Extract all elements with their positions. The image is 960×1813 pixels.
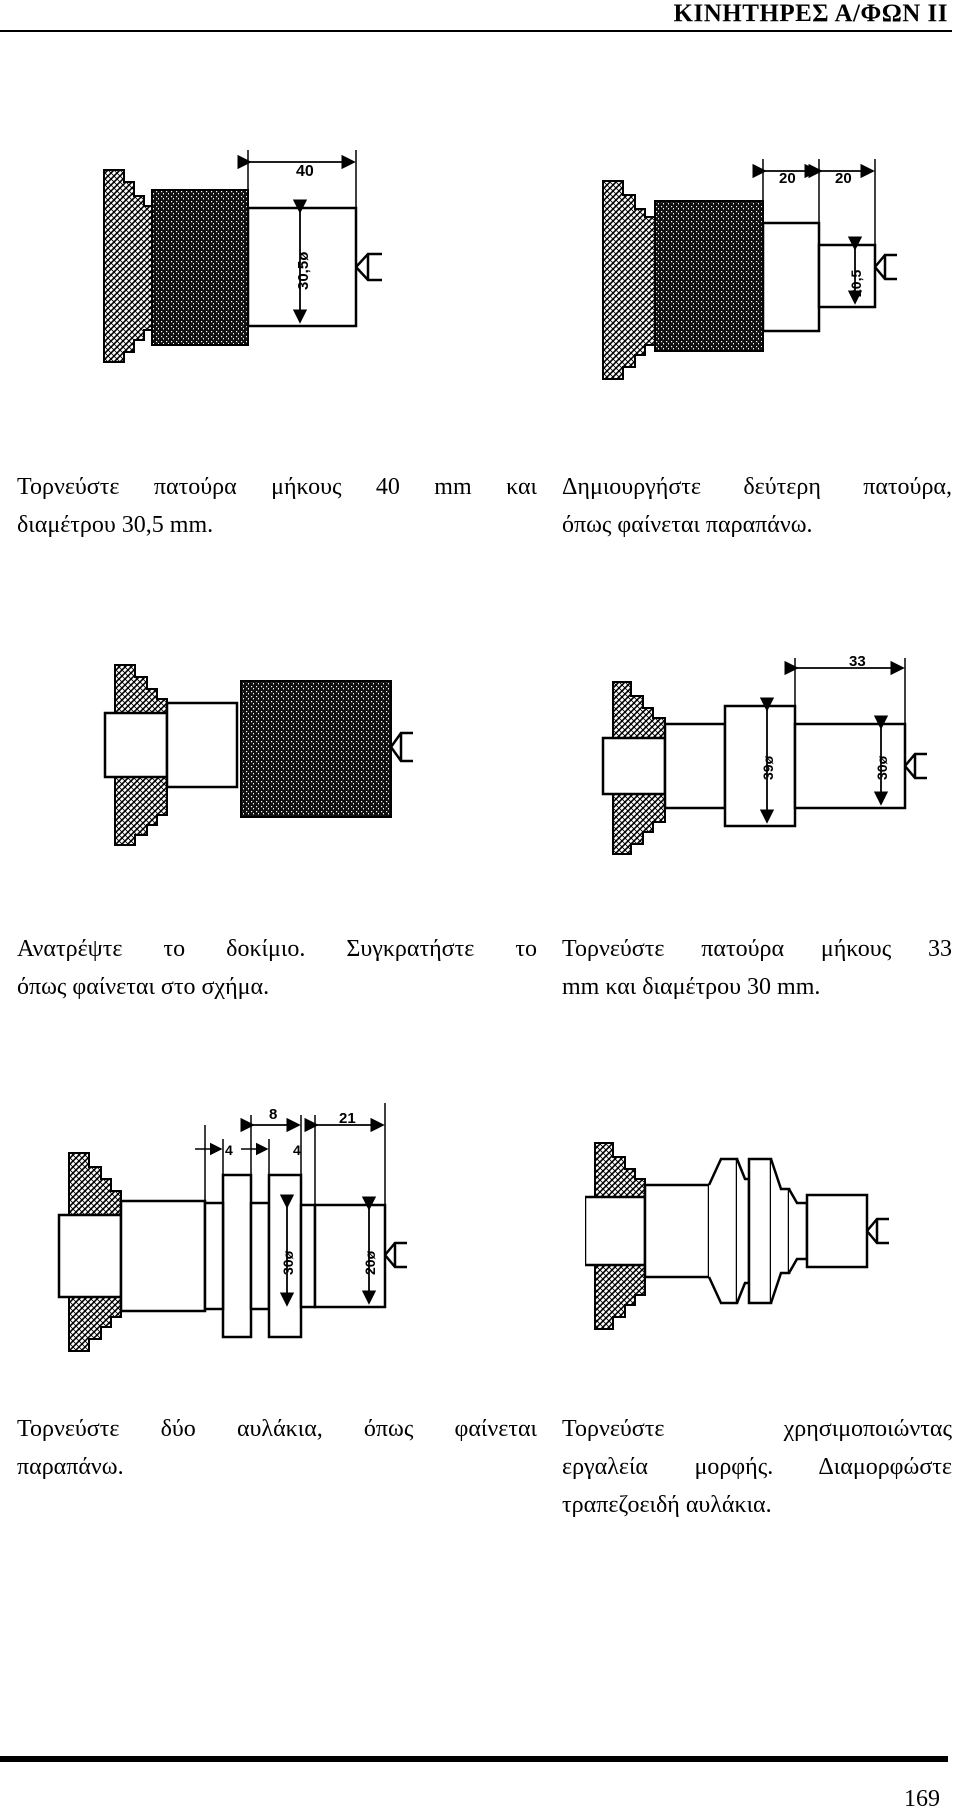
dim-label: 4	[293, 1142, 301, 1158]
dim-label: 30ø	[874, 755, 890, 780]
workpiece-step-1	[761, 221, 821, 333]
footer-rule	[0, 1756, 948, 1762]
caption-3: Ανατρέψτε το δοκίμιο. Συγκρατήστε το	[17, 930, 537, 968]
caption-line: mm και διαμέτρου 30 mm.	[562, 974, 821, 1000]
caption-6-cont: εργαλεία μορφής. Διαμορφώστε	[562, 1448, 952, 1486]
caption-line: όπως φαίνεται παραπάνω.	[562, 512, 813, 538]
caption-2: Δημιουργήστε δεύτερη πατούρα,	[562, 468, 952, 506]
lathe-diagram-5: 8 21 4 4 30ø 20ø	[57, 1103, 407, 1352]
caption-line: Δημιουργήστε δεύτερη πατούρα,	[562, 474, 952, 500]
workpiece-raw	[654, 200, 764, 352]
caption-6: Τορνεύστε χρησιμοποιώντας	[562, 1410, 952, 1448]
dim-label: 33	[849, 653, 866, 670]
tailstock-center	[866, 1217, 889, 1245]
caption-line: διαμέτρου 30,5 mm.	[17, 512, 214, 538]
caption-line: Τορνεύστε πατούρα μήκους 40 mm και	[17, 474, 537, 500]
caption-line: Τορνεύστε πατούρα μήκους 33	[562, 936, 952, 962]
chuck-jaw	[103, 169, 153, 363]
lathe-diagram-2: 20 20 20,5	[602, 159, 897, 380]
caption-line: Τορνεύστε δύο αυλάκια, όπως φαίνεται	[17, 1416, 537, 1442]
caption-3-cont: όπως φαίνεται στο σχήμα.	[17, 968, 537, 1006]
caption-1: Τορνεύστε πατούρα μήκους 40 mm και	[17, 468, 537, 506]
trapezoid-groove-1	[735, 1158, 751, 1304]
collar-1	[747, 1157, 773, 1305]
header-title: ΚΙΝΗΤΗΡΕΣ Α/ΦΩΝ ΙΙ	[673, 0, 948, 27]
caption-line: εργαλεία μορφής. Διαμορφώστε	[562, 1454, 952, 1480]
dim-label: 20,5	[848, 270, 864, 297]
tailstock-center	[384, 1241, 407, 1269]
dim-label: 20ø	[362, 1250, 378, 1275]
caption-2-cont: όπως φαίνεται παραπάνω.	[562, 506, 952, 544]
form-profile	[707, 1157, 739, 1305]
workpiece-shoulder	[643, 1183, 711, 1279]
dim-label: 8	[269, 1106, 277, 1123]
dim-label: 4	[225, 1142, 233, 1158]
tailstock-center	[874, 253, 897, 281]
lathe-diagram-1: 40 30,5ø	[103, 150, 382, 363]
caption-line: παραπάνω.	[17, 1454, 124, 1480]
workpiece-stub	[57, 1213, 123, 1299]
dim-label: 40	[296, 163, 314, 180]
workpiece-stub	[601, 736, 667, 796]
workpiece-shoulder	[663, 722, 727, 810]
caption-line: τραπεζοειδή αυλάκια.	[562, 1492, 772, 1518]
lathe-diagram-6	[583, 1142, 889, 1330]
lathe-diagram-4: 33 39ø 30ø	[601, 653, 927, 855]
page-header: ΚΙΝΗΤΗΡΕΣ Α/ΦΩΝ ΙΙ	[0, 0, 960, 32]
figure-3	[95, 655, 475, 860]
lathe-diagram-3	[103, 664, 413, 846]
workpiece-raw	[151, 189, 249, 346]
workpiece-stub	[583, 1195, 647, 1267]
workpiece-turned	[165, 701, 239, 789]
caption-line: Ανατρέψτε το δοκίμιο. Συγκρατήστε το	[17, 936, 537, 962]
figure-4: 33 39ø 30ø	[595, 640, 945, 885]
dim-label: 20	[835, 170, 852, 187]
dim-label: 30ø	[280, 1250, 296, 1275]
tailstock-center	[389, 731, 413, 763]
form-neck	[787, 1188, 809, 1274]
tailstock-center	[904, 752, 927, 780]
workpiece-step-2	[817, 243, 877, 309]
tailstock-center	[355, 252, 382, 282]
figure-6	[583, 1135, 945, 1340]
caption-4-cont: mm και διαμέτρου 30 mm.	[562, 968, 952, 1006]
dim-label: 21	[339, 1110, 356, 1127]
caption-4: Τορνεύστε πατούρα μήκους 33	[562, 930, 952, 968]
workpiece-neck	[299, 1203, 317, 1309]
trapezoid-groove-2	[769, 1158, 791, 1304]
caption-6-cont-2: τραπεζοειδή αυλάκια.	[562, 1486, 952, 1524]
workpiece-raw	[240, 680, 392, 818]
caption-5: Τορνεύστε δύο αυλάκια, όπως φαίνεται	[17, 1410, 537, 1448]
page-number: 169	[904, 1786, 940, 1812]
header-rule	[0, 30, 952, 32]
groove-1	[203, 1201, 225, 1311]
figure-2: 20 20 20,5	[595, 155, 945, 420]
dim-label: 20	[779, 170, 796, 187]
figure-5: 8 21 4 4 30ø 20ø	[55, 1095, 475, 1370]
dim-label: 39ø	[760, 755, 776, 780]
workpiece-stub	[103, 711, 169, 779]
chuck-jaw	[602, 180, 656, 380]
dim-label: 30,5ø	[295, 251, 312, 290]
caption-line: όπως φαίνεται στο σχήμα.	[17, 974, 270, 1000]
caption-line: Τορνεύστε χρησιμοποιώντας	[562, 1416, 952, 1442]
caption-1-cont: διαμέτρου 30,5 mm.	[17, 506, 537, 544]
workpiece-turned	[805, 1193, 869, 1269]
groove-2	[249, 1201, 271, 1311]
collar-1	[221, 1173, 253, 1339]
workpiece-shoulder	[119, 1199, 207, 1313]
figure-1: 40 30,5ø	[90, 140, 450, 425]
caption-5-cont: παραπάνω.	[17, 1448, 537, 1486]
